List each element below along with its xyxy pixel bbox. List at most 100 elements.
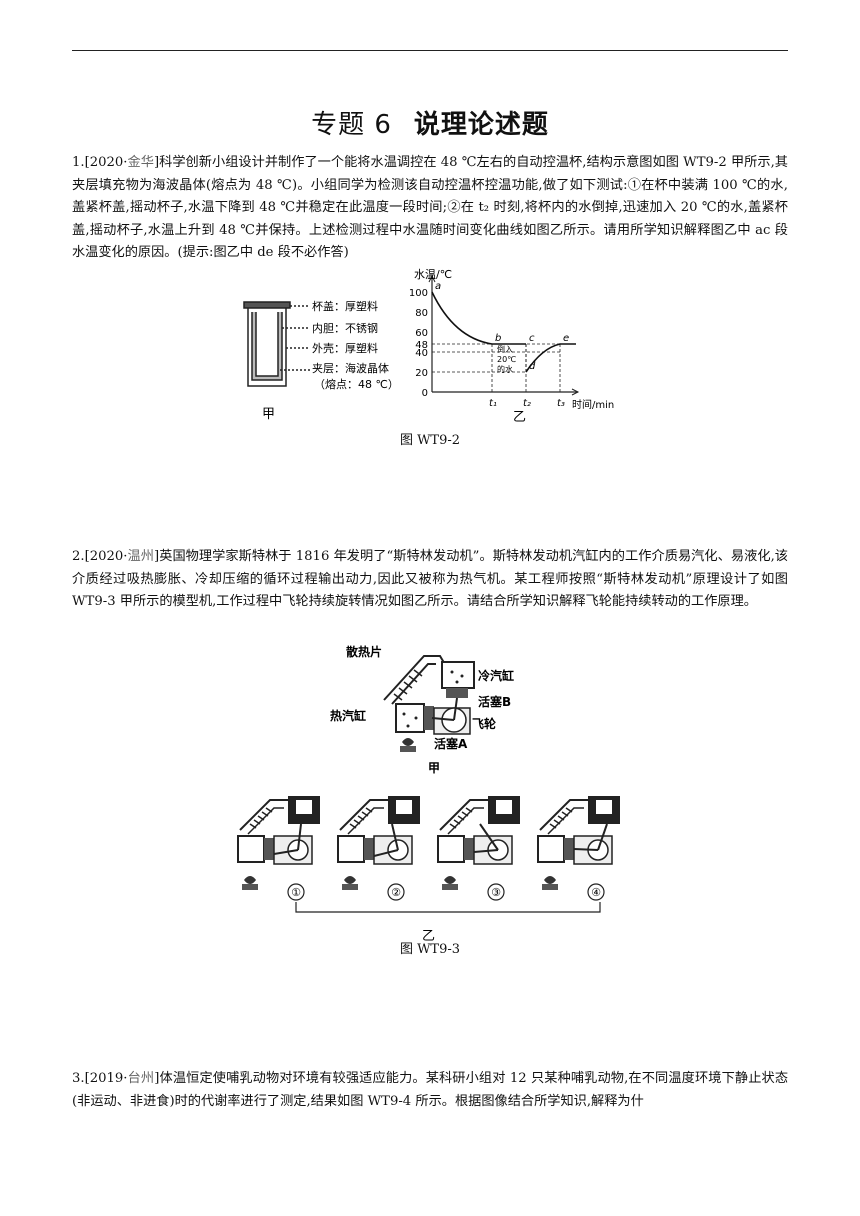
connecting-rod xyxy=(373,849,399,857)
connecting-rod xyxy=(573,848,599,851)
label-piston-a: 活塞A xyxy=(434,736,468,751)
fin xyxy=(357,815,365,821)
cold-chamber xyxy=(396,800,412,814)
fin xyxy=(449,823,457,829)
heat-sink-fins xyxy=(393,669,423,701)
connecting-rod xyxy=(297,823,302,851)
step-marker xyxy=(287,883,305,901)
cold-chamber xyxy=(296,800,312,814)
topic-number: 专题 6 xyxy=(311,110,392,140)
step-marker xyxy=(487,883,505,901)
fin xyxy=(557,815,565,821)
fin xyxy=(361,811,369,817)
x-tick-label: t₁ xyxy=(489,398,497,409)
question-text: 体温恒定使哺乳动物对环境有较强适应能力。某科研小组对 12 只某种哺乳动物,在不… xyxy=(72,1071,789,1109)
x-tick-label: t₂ xyxy=(523,398,531,409)
fin xyxy=(253,819,261,825)
piston-a xyxy=(424,706,434,730)
hot-cylinder xyxy=(337,835,365,863)
x-axis-label: 时间/min xyxy=(572,398,614,411)
piston-a xyxy=(464,838,474,860)
y-axis-arrow xyxy=(428,274,436,283)
flame-icon xyxy=(402,738,414,746)
fin xyxy=(353,819,361,825)
x-axis-arrow xyxy=(571,388,580,396)
step-marker xyxy=(587,883,605,901)
label-cold-cylinder: 冷汽缸 xyxy=(478,668,514,683)
fin xyxy=(453,819,461,825)
y-tick-label: 48 xyxy=(415,340,428,351)
step-marker xyxy=(387,883,405,901)
hot-cylinder xyxy=(237,835,265,863)
annotation-text: 20℃ xyxy=(497,355,516,364)
question-source: [2020·金华] xyxy=(84,155,160,170)
cycle-stage-2: ② xyxy=(337,796,420,901)
y-tick-label: 100 xyxy=(409,288,428,299)
x-tick-label: t₃ xyxy=(557,398,565,409)
question-source: [2020·温州] xyxy=(84,549,160,564)
cycle-stage-1: ① xyxy=(237,796,320,901)
fin xyxy=(257,815,265,821)
y-tick-label: 0 xyxy=(422,388,428,399)
fin xyxy=(365,807,373,813)
connecting-pipe xyxy=(339,799,390,831)
connecting-rod xyxy=(473,849,499,853)
fin xyxy=(553,819,561,825)
connecting-pipe xyxy=(247,807,284,835)
series-line xyxy=(431,291,526,345)
figure-caption-1: 图 WT9-2 xyxy=(399,433,461,448)
fin xyxy=(461,811,469,817)
connecting-pipe xyxy=(447,807,484,835)
subfigure-label-b: 乙 xyxy=(513,410,526,425)
label-melting-point: （熔点：48 ℃） xyxy=(314,377,399,391)
fin xyxy=(565,807,573,813)
cold-chamber xyxy=(596,800,612,814)
flame-icon xyxy=(544,876,556,884)
burner xyxy=(542,884,558,890)
question-number: 3. xyxy=(72,1071,85,1086)
connecting-pipe xyxy=(547,807,584,835)
burner xyxy=(342,884,358,890)
connecting-pipe xyxy=(239,799,290,831)
connecting-pipe xyxy=(539,799,590,831)
fin xyxy=(549,823,557,829)
cold-chamber xyxy=(496,800,512,814)
label-heat-sink: 散热片 xyxy=(346,644,382,659)
connecting-rod xyxy=(479,823,499,851)
question-1: 1.[2020·金华]科学创新小组设计并制作了一个能将水温调控在 48 ℃左右的… xyxy=(72,152,788,265)
connecting-rod xyxy=(597,823,608,851)
label-flywheel: 飞轮 xyxy=(472,716,497,731)
connecting-pipe xyxy=(347,807,384,835)
connecting-rod xyxy=(391,823,399,851)
question-number: 1. xyxy=(72,155,85,170)
hot-cylinder xyxy=(537,835,565,863)
fin xyxy=(349,823,357,829)
y-tick-label: 40 xyxy=(415,348,428,359)
step-number: ② xyxy=(391,886,401,899)
annotation-text: 的水 xyxy=(497,364,513,374)
fin xyxy=(261,811,269,817)
piston-b xyxy=(446,688,468,698)
cycle-stage-4: ④ xyxy=(537,796,620,901)
fin xyxy=(457,815,465,821)
subfigure-label-a: 甲 xyxy=(262,407,275,422)
annotation-text: 倒入 xyxy=(497,344,513,354)
fin xyxy=(265,807,273,813)
label-shell: 外壳：厚塑料 xyxy=(312,341,378,355)
connecting-rod xyxy=(273,849,299,855)
piston-a xyxy=(364,838,374,860)
question-3: 3.[2019·台州]体温恒定使哺乳动物对环境有较强适应能力。某科研小组对 12… xyxy=(72,1068,788,1113)
series-line xyxy=(525,343,576,373)
step-number: ④ xyxy=(591,886,601,899)
question-2: 2.[2020·温州]英国物理学家斯特林于 1816 年发明了“斯特林发动机”。… xyxy=(72,546,788,614)
label-lid: 杯盖：厚塑料 xyxy=(312,299,378,313)
cycle-stages: ① ② ③ ④ xyxy=(237,796,620,901)
hot-cylinder xyxy=(437,835,465,863)
cup-diagram xyxy=(243,301,310,387)
cycle-stage-3: ③ xyxy=(437,796,520,901)
hot-cylinder xyxy=(395,703,425,733)
cold-cylinder xyxy=(441,661,475,689)
figure-wt9-2: 杯盖：厚塑料 内胆：不锈钢 外壳：厚塑料 夹层：海波晶体 （熔点：48 ℃） 甲… xyxy=(243,268,614,425)
